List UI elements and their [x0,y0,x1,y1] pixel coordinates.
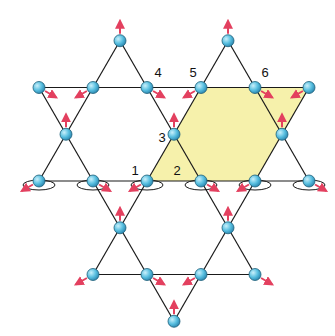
atom [114,222,126,234]
atom [303,175,315,187]
bond-line [228,181,255,228]
bond-line [255,88,282,135]
spin-arrow [76,278,87,285]
atom [303,82,315,94]
bond-line [174,134,201,181]
atom [168,128,180,140]
atom [87,82,99,94]
bond-line [93,87,147,88]
callout-number: 4 [154,66,161,79]
atom [33,82,45,94]
spin-arrow [184,91,195,98]
spin-arrow [227,208,229,221]
spin-arrow [184,278,195,285]
bond-line [201,41,228,88]
bond-line [147,275,174,322]
bond-line [93,228,120,275]
spin-arrow [22,185,33,192]
atom [87,269,99,281]
bond-line [255,134,282,181]
atom [141,269,153,281]
spin-arrow [173,301,175,314]
callout-number: 2 [173,164,180,177]
bond-line [282,88,309,135]
atom [195,82,207,94]
atom [195,269,207,281]
spin-arrow [99,185,110,192]
atom [114,35,126,47]
bond-line [147,87,201,88]
bond-line [228,41,255,88]
bond-line [39,88,66,135]
spin-arrow [261,278,272,285]
bond-line [39,134,66,181]
bond-line [66,134,93,181]
spin-arrow [315,185,326,192]
bond-line [201,181,228,228]
bond-line [66,88,93,135]
spin-arrow [173,114,175,127]
bond-line [39,87,93,88]
atom [249,175,261,187]
bond-line [120,41,147,88]
spin-arrow [76,91,87,98]
callout-number: 6 [261,66,268,79]
bond-line [93,274,147,275]
bond-line [93,41,120,88]
atom [60,128,72,140]
spin-arrow [207,185,218,192]
spin-arrow [119,208,121,221]
spin-arrow [45,91,56,98]
bond-line [201,228,228,275]
callout-number: 1 [131,164,138,177]
atom [276,128,288,140]
bond-line [174,275,201,322]
bond-line [147,88,174,135]
spin-arrow [65,114,67,127]
callout-number: 3 [158,131,165,144]
atom [87,175,99,187]
spin-arrow [227,21,229,34]
atom [222,222,234,234]
bond-line [201,274,255,275]
bond-line [93,181,120,228]
bond-line [147,274,201,275]
atom [168,315,180,327]
spin-arrow [238,185,249,192]
atom [195,175,207,187]
spin-arrow [153,278,164,285]
atom [141,175,153,187]
bond-line [255,87,309,88]
bond-line [228,228,255,275]
bond-line [282,134,309,181]
atom [33,175,45,187]
spin-arrow [292,91,303,98]
bond-line [120,181,147,228]
atom [222,35,234,47]
spin-arrow [119,21,121,34]
unit-cell [147,88,309,182]
atom [249,82,261,94]
spin-arrow [281,114,283,127]
bond-line [174,88,201,135]
spin-arrow [261,91,272,98]
spin-arrow [130,185,141,192]
spin-arrow [153,91,164,98]
atom [249,269,261,281]
bond-line [201,87,255,88]
atom [141,82,153,94]
bond-line [120,228,147,275]
callout-number: 5 [189,66,196,79]
